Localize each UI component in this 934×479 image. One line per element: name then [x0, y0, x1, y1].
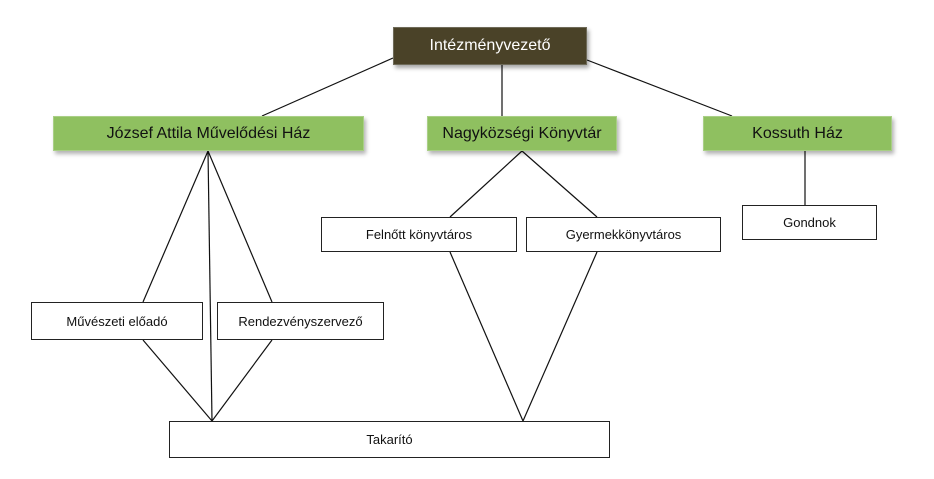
node-label: Művészeti előadó	[66, 313, 168, 329]
node-felnott-konyvtaros: Felnőtt könyvtáros	[321, 217, 517, 252]
node-muveszeti-eloado: Művészeti előadó	[31, 302, 203, 340]
node-label: Takarító	[366, 432, 413, 447]
edge-muveszeti-takarito	[142, 339, 213, 422]
node-jozsef-attila-muvelodesi-haz: József Attila Művelődési Ház	[53, 116, 364, 151]
edge-jozsef-muveszeti	[142, 150, 209, 303]
edge-felnott-takarito	[449, 251, 524, 422]
edge-jozsef-rendezveny	[207, 150, 273, 303]
edge-root-kossuth	[586, 59, 733, 117]
edge-gyermek-takarito	[522, 251, 598, 422]
node-nagykozsegi-konyvtar: Nagyközségi Könyvtár	[427, 116, 617, 151]
edge-jozsef-takarito	[207, 150, 213, 422]
node-label: Nagyközségi Könyvtár	[442, 124, 602, 142]
node-intezmenyvezeto: Intézményvezető	[393, 27, 587, 65]
node-rendezvenyszervezo: Rendezvényszervező	[217, 302, 384, 340]
node-gondnok: Gondnok	[742, 205, 877, 240]
edge-konyvtar-gyermek	[521, 150, 598, 218]
node-label: Intézményvezető	[429, 37, 551, 54]
node-label: Gyermekkönyvtáros	[565, 227, 682, 242]
edge-konyvtar-felnott	[449, 150, 523, 218]
edge-root-jozsef	[261, 57, 394, 117]
node-gyermekkonyvtaros: Gyermekkönyvtáros	[526, 217, 721, 252]
node-label: Gondnok	[783, 215, 836, 230]
node-label: Felnőtt könyvtáros	[365, 227, 473, 242]
node-label: Rendezvényszervező	[238, 313, 363, 329]
node-kossuth-haz: Kossuth Ház	[703, 116, 892, 151]
edge-rendezveny-takarito	[211, 339, 273, 422]
node-label: Kossuth Ház	[752, 124, 843, 142]
node-takarito: Takarító	[169, 421, 610, 458]
node-label: József Attila Művelődési Ház	[106, 124, 311, 142]
